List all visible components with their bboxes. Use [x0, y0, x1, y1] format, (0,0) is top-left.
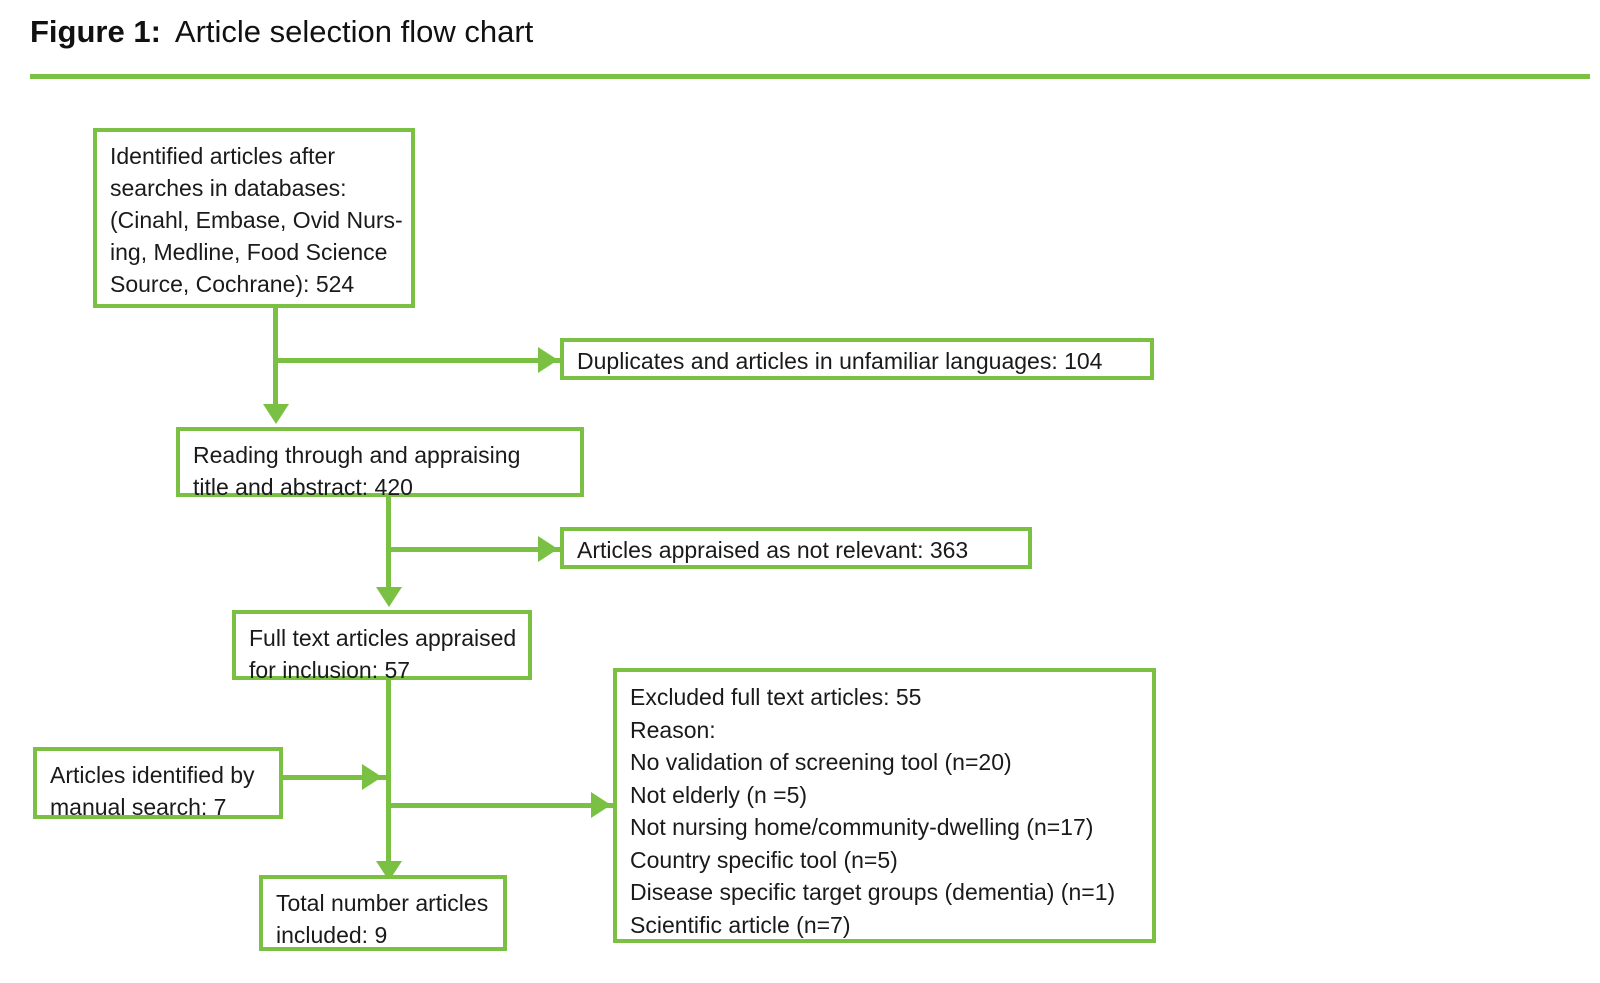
node-line: ing, Medline, Food Science — [110, 239, 388, 265]
node-total-included: Total number articles included: 9 — [259, 875, 507, 951]
node-duplicates: Duplicates and articles in unfamiliar la… — [560, 338, 1154, 380]
edge-identified-to-duplicates — [273, 358, 567, 363]
node-line: for inclusion: 57 — [249, 657, 411, 683]
node-line: Articles identified by — [50, 762, 255, 788]
node-line: Reading through and appraising — [193, 442, 521, 468]
edge-manual-to-spine — [283, 775, 390, 780]
node-not-relevant: Articles appraised as not relevant: 363 — [560, 527, 1032, 569]
node-line: searches in databases: — [110, 175, 347, 201]
edge-identified-spine — [273, 308, 278, 418]
node-full-text-appraised: Full text articles appraised for inclusi… — [232, 610, 532, 683]
node-line: Country specific tool (n=5) — [630, 846, 898, 873]
page-title: Figure 1: Article selection flow chart — [30, 12, 533, 52]
node-line: Total number articles — [276, 890, 489, 916]
node-line: Full text articles appraised — [249, 625, 517, 651]
node-line: Articles appraised as not relevant: 363 — [577, 537, 969, 563]
edge-full-text-to-excluded — [386, 803, 620, 808]
figure-caption: Article selection flow chart — [174, 14, 534, 49]
node-line: Source, Cochrane): 524 — [110, 271, 355, 297]
node-line: (Cinahl, Embase, Ovid Nurs- — [110, 207, 403, 233]
arrow-right-icon — [362, 764, 382, 790]
arrow-right-icon — [538, 347, 558, 373]
node-line: Disease specific target groups (dementia… — [630, 879, 1116, 905]
arrow-right-icon — [538, 536, 558, 562]
node-line: Reason: — [630, 716, 716, 743]
node-line: Excluded full text articles: 55 — [630, 684, 922, 710]
edge-reading-to-not-relevant — [386, 547, 566, 552]
figure-label: Figure 1: — [30, 14, 161, 49]
node-line: No validation of screening tool (n=20) — [630, 749, 1012, 775]
node-line: Not elderly (n =5) — [630, 781, 808, 808]
node-manual-search: Articles identified by manual search: 7 — [33, 747, 283, 820]
node-reading-appraising: Reading through and appraising title and… — [176, 427, 584, 500]
node-line: Identified articles after — [110, 143, 336, 169]
node-identified-articles: Identified articles after searches in da… — [93, 128, 415, 308]
arrow-down-icon — [263, 404, 289, 424]
node-line: manual search: 7 — [50, 794, 227, 820]
node-line: Not nursing home/community-dwelling (n=1… — [630, 814, 1094, 840]
node-excluded-full-text: Excluded full text articles: 55 Reason: … — [613, 668, 1156, 943]
arrow-down-icon — [376, 587, 402, 607]
arrow-right-icon — [591, 792, 611, 818]
node-line: title and abstract: 420 — [193, 474, 413, 500]
node-line: Scientific article (n=7) — [630, 911, 851, 938]
title-divider — [30, 74, 1590, 79]
node-line: Duplicates and articles in unfamiliar la… — [577, 348, 1103, 374]
node-line: included: 9 — [276, 922, 388, 948]
